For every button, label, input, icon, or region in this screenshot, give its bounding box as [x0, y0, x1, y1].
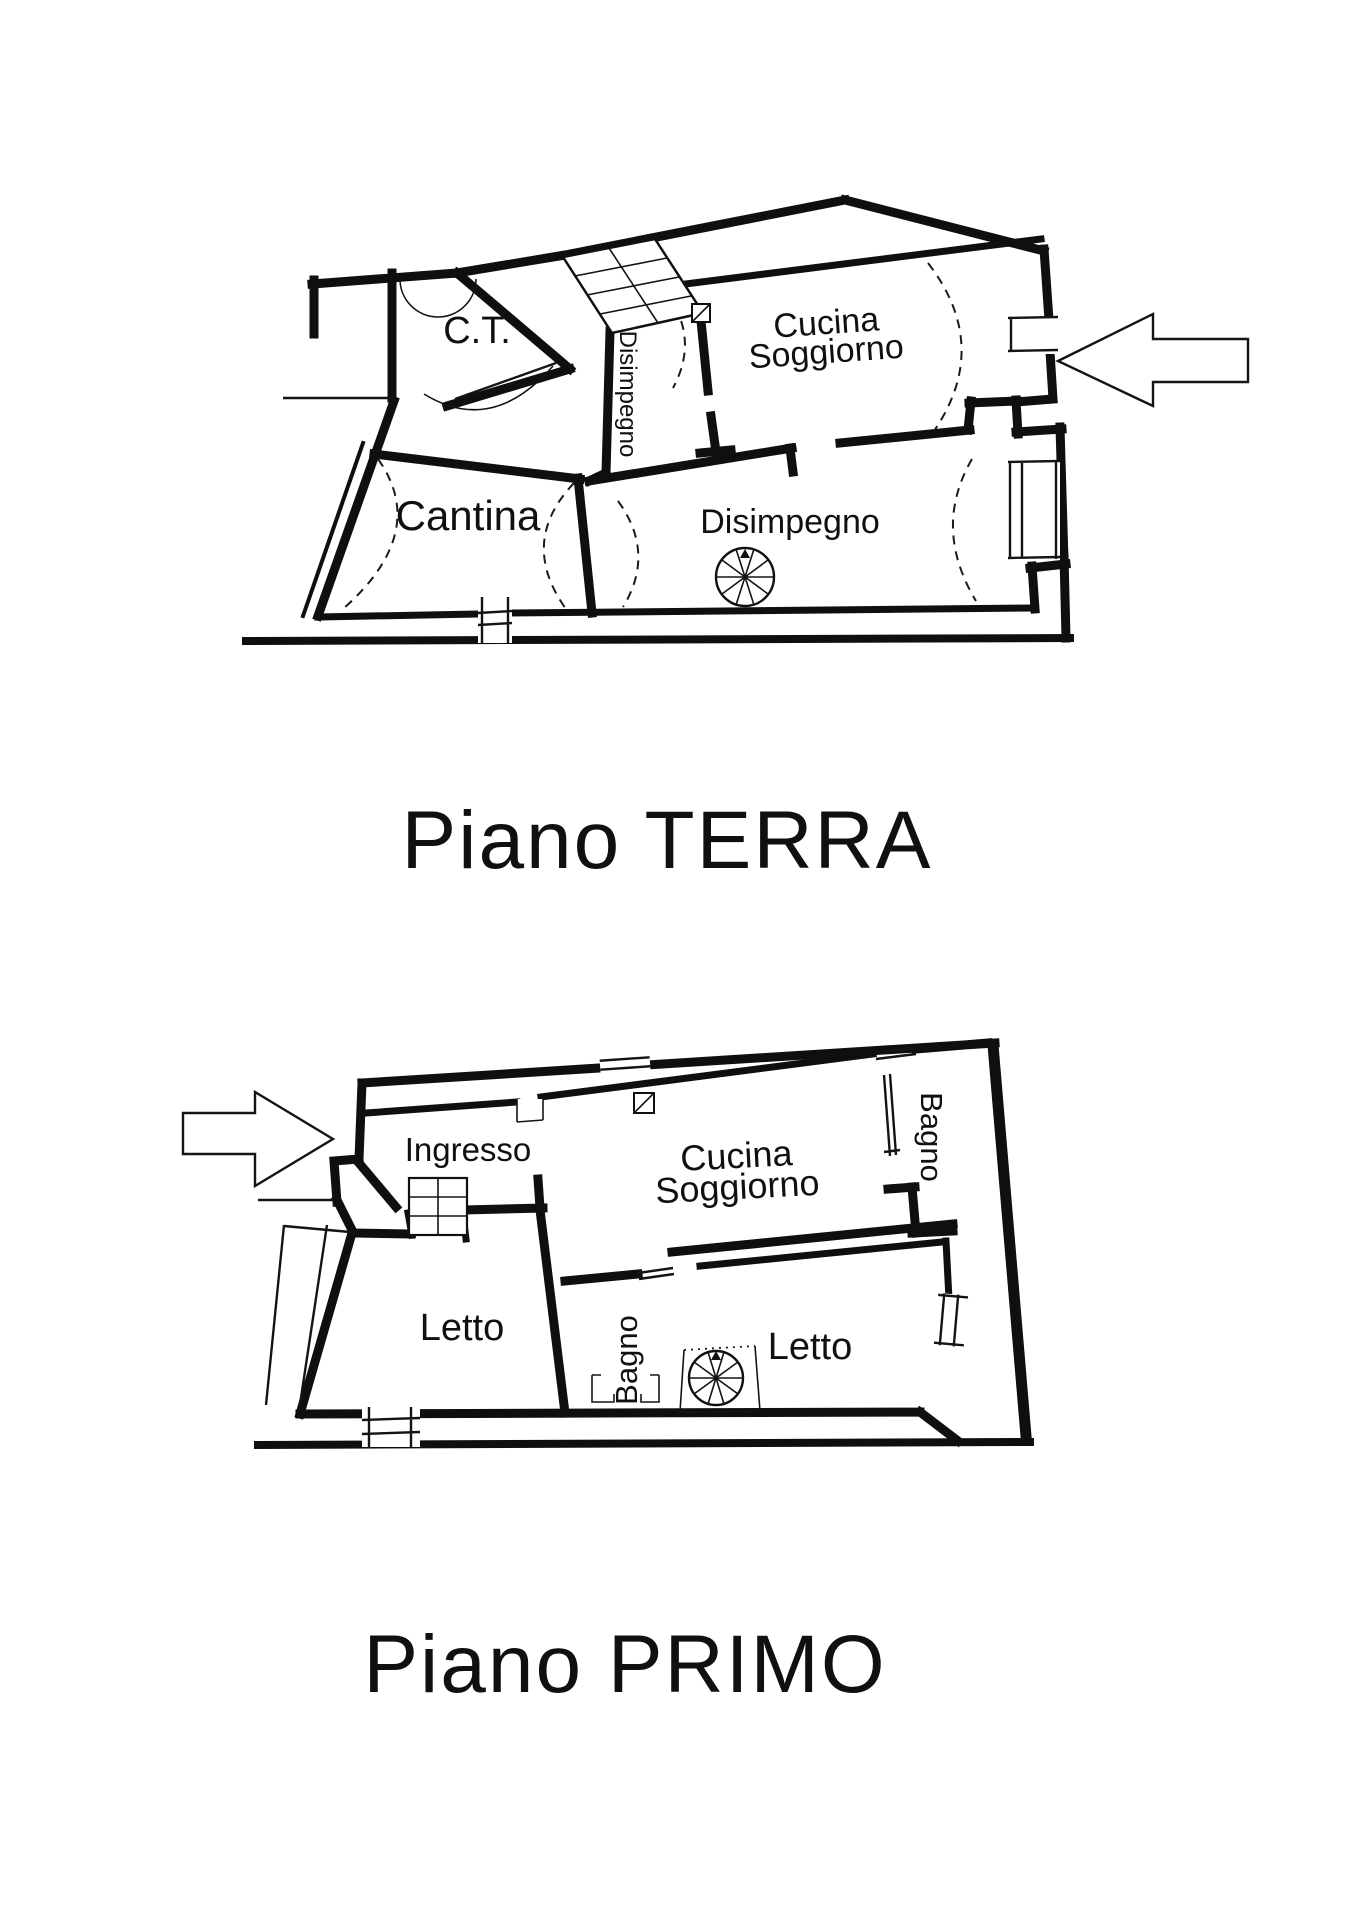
- primo-stairs-icon: [407, 1176, 469, 1237]
- terra-thin-lines: [283, 361, 557, 401]
- floor-plan-terra: C.T. Cucina Soggiorno Disimpegno Disimpe…: [241, 194, 1250, 886]
- primo-right-outer-wall: [987, 1039, 1032, 1442]
- room-label-ingresso: Ingresso: [405, 1131, 532, 1168]
- floor-title-primo: Piano PRIMO: [363, 1619, 886, 1710]
- primo-spiral-staircase-icon: [679, 1345, 761, 1413]
- terra-door-swing-arc: [399, 278, 477, 318]
- room-label-letto-right: Letto: [768, 1326, 853, 1368]
- primo-window-top: [599, 1052, 651, 1075]
- room-label-cantina: Cantina: [396, 492, 541, 539]
- terra-outer-walls: [307, 194, 1071, 643]
- room-label-disimpegno-terra: Disimpegno: [700, 503, 880, 541]
- primo-double-wall-lower-leaf: [696, 1237, 953, 1303]
- primo-thin-lines: [258, 1046, 917, 1281]
- primo-left-facade-lines: [264, 1224, 329, 1412]
- primo-outer-walls: [294, 1038, 1000, 1420]
- room-label-bagno-left: Bagno: [609, 1315, 644, 1405]
- primo-window-bottom: [361, 1407, 421, 1447]
- primo-door-notch: [516, 1097, 544, 1123]
- room-label-letto-left: Letto: [420, 1307, 505, 1349]
- room-label-disimpegno-corridoio: Disimpegno: [614, 331, 641, 458]
- primo-window-right: [933, 1292, 969, 1348]
- terra-inner-top-wall: [658, 235, 1045, 291]
- primo-inner-top-wall: [362, 1050, 877, 1117]
- terra-left-facade-line: [300, 440, 366, 619]
- terra-window-bottom: [477, 597, 513, 643]
- floor-plan-primo: Ingresso Cucina Soggiorno Bagno Bagno Le…: [181, 1038, 1035, 1710]
- room-label-cucina-terra: Cucina: [772, 300, 880, 345]
- terra-window-right-lower: [1007, 459, 1061, 560]
- terra-inner-bottom-wall: [314, 604, 1039, 621]
- terra-vault-dashed-arcs: [342, 262, 977, 610]
- room-label-soggiorno-primo: Soggiorno: [654, 1162, 820, 1212]
- room-label-cucina-primo: Cucina: [679, 1132, 794, 1179]
- terra-baseline-wall: [241, 633, 1075, 646]
- room-label-bagno-right: Bagno: [914, 1092, 949, 1182]
- terra-stairs-icon: [560, 237, 706, 335]
- terra-entrance-arrow-icon: [1055, 312, 1250, 408]
- terra-flue-icon: [691, 303, 711, 323]
- primo-entrance-arrow-icon: [181, 1089, 336, 1189]
- floor-title-terra: Piano TERRA: [402, 795, 933, 886]
- primo-flue-icon: [633, 1092, 655, 1114]
- primo-inner-walls: [295, 1156, 965, 1448]
- room-label-ct: C.T.: [443, 310, 511, 352]
- terra-ct-vault-curve: [423, 365, 554, 411]
- room-label-soggiorno-terra: Soggiorno: [748, 328, 905, 377]
- primo-bath-fixtures-icon: [591, 1374, 660, 1403]
- terra-window-right-upper: [1007, 315, 1060, 354]
- terra-inner-walls: [368, 266, 1022, 618]
- terra-spiral-staircase-icon: [714, 546, 776, 608]
